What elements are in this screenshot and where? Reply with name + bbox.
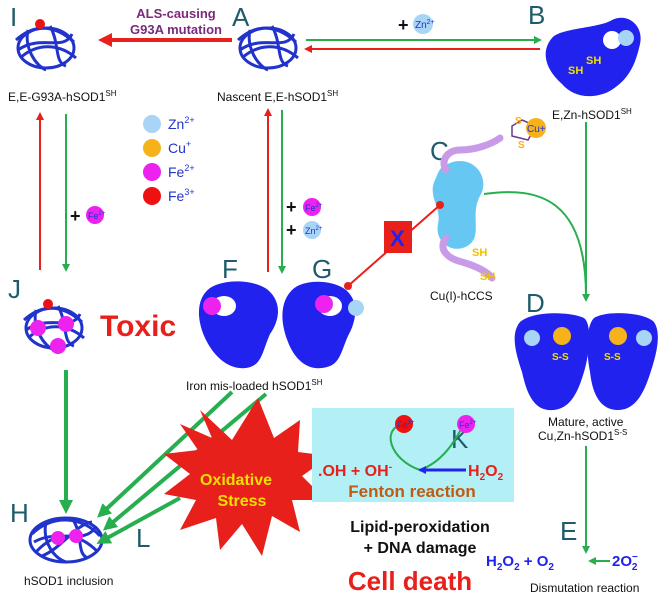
fe-ion-icon-g — [303, 198, 321, 216]
caption-d-line1: Mature, active — [548, 415, 624, 429]
iron-misloaded-monomer-g — [282, 281, 364, 369]
cu-label-c: Cu+ — [527, 124, 546, 135]
caption-b: E,Zn-hSOD1SH — [552, 107, 632, 122]
nascent-protein-a — [236, 24, 300, 72]
fe2-ion-icon — [457, 415, 475, 433]
sh-label-b2: SH — [586, 55, 601, 67]
damage-line1: Lipid-peroxidation — [350, 519, 490, 536]
caption-e: Dismutation reaction — [530, 581, 639, 595]
stress-label-line1: Oxidative — [200, 472, 272, 489]
sh-label-c2: SH — [480, 271, 495, 283]
blocked-box — [384, 221, 412, 253]
toxic-label: Toxic — [100, 310, 176, 343]
arrow-l-to-h — [96, 496, 181, 544]
fe-ion-icon-j — [86, 206, 104, 224]
oxidative-stress-burst — [164, 398, 330, 556]
zn-loaded-protein-b: SH SH — [545, 17, 641, 97]
cell-death-label: Cell death — [348, 566, 472, 596]
caption-fg: Iron mis-loaded hSOD1SH — [186, 378, 323, 393]
zn-ion-icon-g — [303, 221, 321, 239]
fenton-reaction-box — [312, 408, 514, 502]
label-a: A — [232, 2, 250, 32]
arrow-f-to-h — [97, 390, 234, 518]
plus-zn-g: + — [286, 220, 297, 240]
ss-label-d1: S-S — [552, 352, 569, 363]
label-d: D — [526, 288, 545, 318]
label-j: J — [8, 274, 21, 304]
legend-cu-label: Cu+ — [168, 139, 191, 156]
fenton-products: .OH + OH- — [318, 462, 392, 480]
caption-a: Nascent E,E-hSOD1SH — [217, 89, 338, 104]
ccs-chaperone-c: Cu+ S S SH SH — [432, 116, 546, 283]
caption-i: E,E-G93A-hSOD1SH — [8, 89, 117, 104]
misfolded-g93a-protein-i — [14, 19, 78, 72]
sh-label-c1: SH — [472, 247, 487, 259]
label-e: E — [560, 516, 577, 546]
blocked-x: X — [390, 226, 405, 251]
zn-ion-icon — [413, 14, 433, 34]
legend-fe2-swatch — [143, 163, 161, 181]
mature-sod1-dimer-d: S-S S-S — [514, 313, 658, 411]
zn-ion-label-g: Zn2+ — [305, 226, 323, 236]
arrow-c-to-d — [483, 191, 587, 297]
legend-fe3-swatch — [143, 187, 161, 205]
plus-fe-j: + — [70, 206, 81, 226]
blocked-link-end-g — [344, 282, 352, 290]
stress-label-line2: Stress — [218, 493, 267, 510]
legend-cu-swatch — [143, 139, 161, 157]
fe3-ion-icon — [395, 415, 413, 433]
fenton-h2o2: H2O2 — [468, 463, 504, 483]
ss-label-d2: S-S — [604, 352, 621, 363]
label-g: G — [312, 254, 332, 284]
fe-ion-label-j: Fe2+ — [88, 211, 106, 221]
s-label-c1: S — [515, 116, 522, 127]
mutation-label-line1: ALS-causing — [136, 6, 216, 21]
caption-d-line2: Cu,Zn-hSOD1S-S — [538, 428, 627, 443]
plus-fe-g: + — [286, 197, 297, 217]
label-b: B — [528, 0, 545, 30]
caption-c: Cu(I)-hCCS — [430, 289, 493, 303]
fe3-ion-label: Fe3+ — [397, 420, 415, 430]
fe2-ion-label: Fe2+ — [459, 420, 477, 430]
ion-legend: Zn2+ Cu+ Fe2+ Fe3+ — [143, 115, 195, 205]
legend-fe3-label: Fe3+ — [168, 187, 195, 204]
label-i: I — [10, 2, 17, 32]
mutation-site-dot — [35, 19, 45, 29]
sh-label-b1: SH — [568, 65, 583, 77]
s-label-c2: S — [518, 140, 525, 151]
zn-ion-label: Zn2+ — [415, 19, 435, 31]
caption-h: hSOD1 inclusion — [24, 574, 113, 588]
dismutation-substrate: 2O−2 — [612, 552, 638, 573]
plus-zn-b: + — [398, 15, 409, 35]
iron-loaded-misfolded-protein-j — [22, 299, 86, 354]
blocked-link-end-c — [436, 201, 444, 209]
label-h: H — [10, 498, 29, 528]
label-l: L — [136, 523, 150, 553]
iron-misloaded-monomer-f — [198, 281, 278, 369]
label-f: F — [222, 254, 238, 284]
dismutation-products: H2O2 + O2 — [486, 553, 554, 573]
legend-fe2-label: Fe2+ — [168, 163, 195, 180]
fe-ion-label-g: Fe2+ — [305, 203, 323, 213]
legend-zn-swatch — [143, 115, 161, 133]
hsod1-inclusion-aggregate — [28, 516, 104, 564]
mutation-label-line2: G93A mutation — [130, 22, 222, 37]
damage-line2: + DNA damage — [364, 540, 477, 557]
legend-zn-label: Zn2+ — [168, 115, 195, 132]
fenton-label: Fenton reaction — [348, 482, 476, 501]
